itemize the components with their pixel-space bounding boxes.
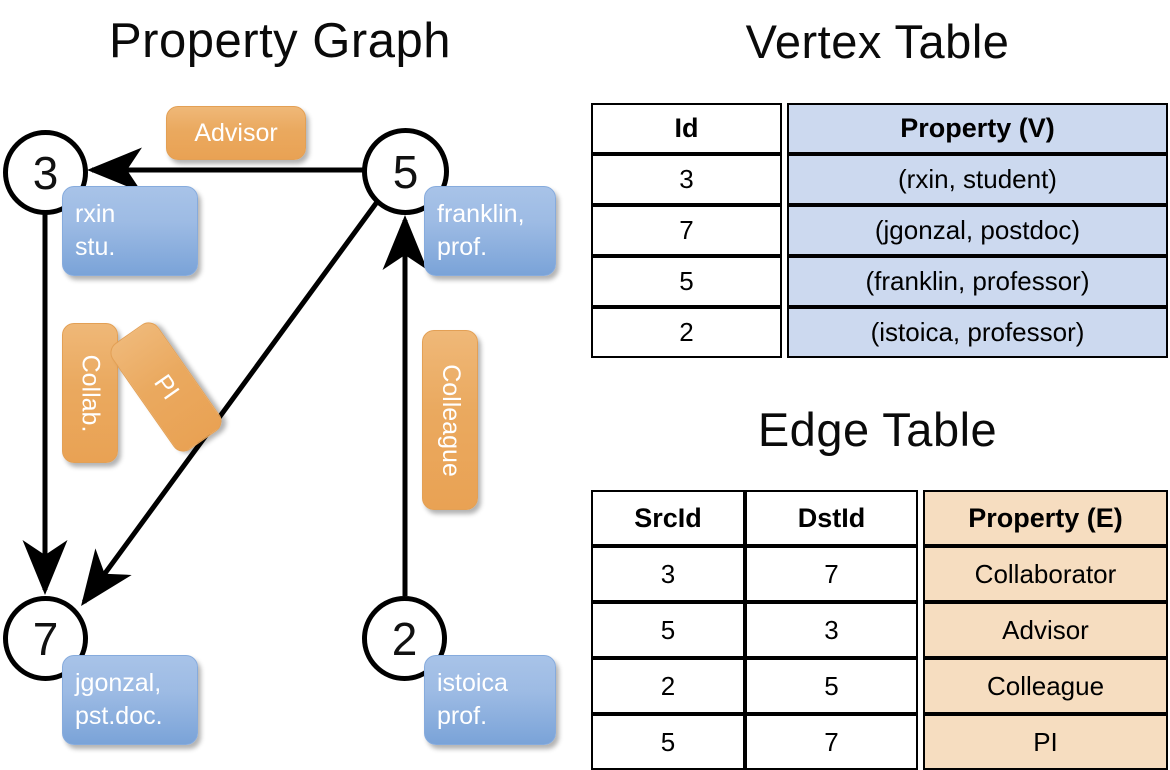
edge-5-to-7-pi [81,200,380,607]
graph-node-7-label: 7 [32,612,59,665]
edge-row-2-src: 2 [591,658,745,714]
vertex-table-header-property: Property (V) [787,103,1168,154]
edge-row-3-property: PI [923,714,1168,770]
vertex-row-0-id: 3 [591,154,782,205]
edge-row-0-property: Collaborator [923,546,1168,602]
vertex-prop-box-2-line1: istoica [437,669,508,697]
edge-label-colleague: Colleague [422,330,478,510]
table-row: 3 7 Collaborator [591,546,1168,602]
table-row: 2 (istoica, professor) [591,307,1168,358]
page-title-vertex-table: Vertex Table [745,15,1010,68]
vertex-prop-box-7-line2: pst.doc. [75,702,163,730]
vertex-prop-box-3: rxin stu. [62,186,198,276]
table-row: 7 (jgonzal, postdoc) [591,205,1168,256]
page-title-edge-table: Edge Table [757,403,998,456]
vertex-row-1-property: (jgonzal, postdoc) [787,205,1168,256]
edge-label-advisor: Advisor [166,106,306,160]
edge-table-header-dstid: DstId [745,490,918,546]
edge-row-2-property: Colleague [923,658,1168,714]
vertex-prop-box-3-line2: stu. [75,233,116,261]
vertex-table-header-id: Id [591,103,782,154]
property-graph-panel: Property Graph 3 5 7 2 rxin stu. frankli… [0,0,585,760]
edge-row-1-src: 5 [591,602,745,658]
vertex-prop-box-2: istoica prof. [424,655,556,745]
edge-label-collab: Collab. [62,323,118,463]
vertex-prop-box-3-line1: rxin [75,200,116,228]
vertex-prop-box-7-line1: jgonzal, [75,669,162,697]
graph-node-2-label: 2 [391,612,418,665]
vertex-prop-box-2-line2: prof. [437,702,488,730]
vertex-row-1-id: 7 [591,205,782,256]
vertex-prop-box-5-line1: franklin, [437,200,525,228]
edge-row-0-dst: 7 [745,546,918,602]
vertex-row-3-id: 2 [591,307,782,358]
edge-row-2-dst: 5 [745,658,918,714]
edge-row-1-dst: 3 [745,602,918,658]
vertex-row-2-property: (franklin, professor) [787,256,1168,307]
table-row: 5 7 PI [591,714,1168,770]
edge-row-1-property: Advisor [923,602,1168,658]
edge-row-3-dst: 7 [745,714,918,770]
edge-label-colleague-text: Colleague [436,363,465,477]
table-row: 5 (franklin, professor) [591,256,1168,307]
edge-label-pi-text: PI [148,369,185,405]
edge-table-header-property: Property (E) [923,490,1168,546]
table-row: 3 (rxin, student) [591,154,1168,205]
graph-node-5-label: 5 [392,145,419,198]
table-row: 5 3 Advisor [591,602,1168,658]
graph-node-2[interactable]: 2 [362,596,447,681]
vertex-prop-box-5-line2: prof. [437,233,488,261]
edge-table: SrcId DstId Property (E) 3 7 Collaborato… [591,490,1168,770]
vertex-table: Id Property (V) 3 (rxin, student) 7 (jgo… [591,103,1168,358]
vertex-prop-box-5: franklin, prof. [424,186,556,276]
edge-label-collab-text: Collab. [76,354,105,432]
vertex-row-3-property: (istoica, professor) [787,307,1168,358]
graph-node-5[interactable]: 5 [362,128,449,215]
edge-table-header-srcid: SrcId [591,490,745,546]
vertex-row-2-id: 5 [591,256,782,307]
vertex-table-header-row: Id Property (V) [591,103,1168,154]
page-title-property-graph: Property Graph [109,14,451,68]
vertex-row-0-property: (rxin, student) [787,154,1168,205]
edge-row-0-src: 3 [591,546,745,602]
graph-node-3-label: 3 [32,146,59,199]
table-row: 2 5 Colleague [591,658,1168,714]
edge-label-advisor-text: Advisor [194,118,278,147]
edge-row-3-src: 5 [591,714,745,770]
graph-edges-svg [22,147,428,607]
vertex-prop-box-7: jgonzal, pst.doc. [62,655,198,745]
edge-table-header-row: SrcId DstId Property (E) [591,490,1168,546]
